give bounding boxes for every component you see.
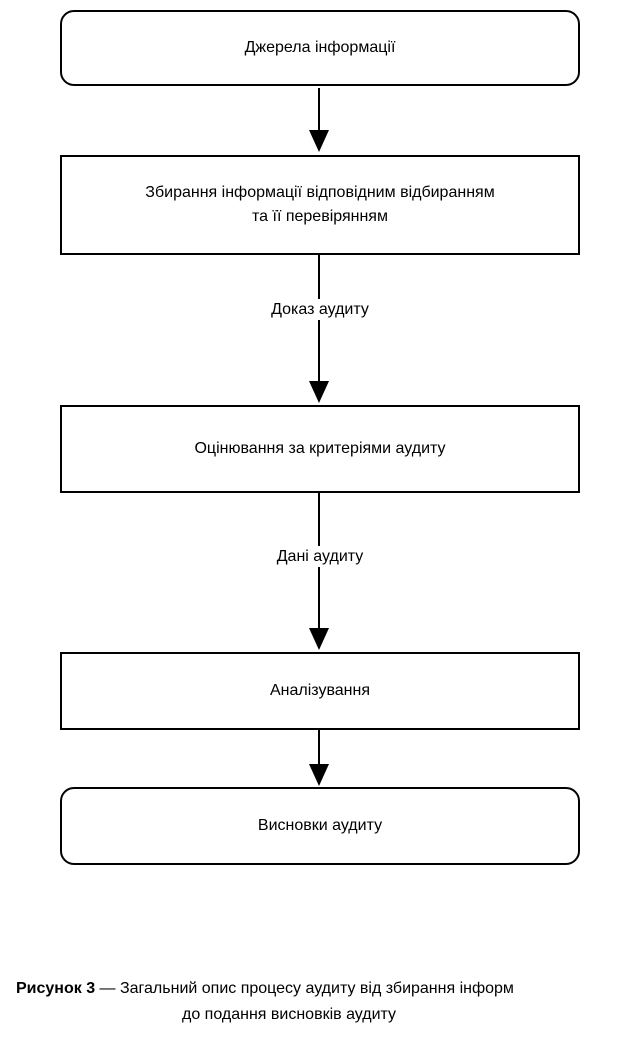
connector-line bbox=[318, 88, 320, 130]
node-information-collection-label: Збирання інформації відповідним відбиран… bbox=[145, 184, 495, 225]
figure-caption: Рисунок 3 — Загальний опис процесу аудит… bbox=[0, 976, 627, 1028]
figure-caption-label: Рисунок 3 bbox=[16, 980, 96, 997]
figure-caption-text-line2: до подання висновків аудиту bbox=[182, 1006, 397, 1023]
node-analysis-label: Аналізування bbox=[269, 682, 370, 699]
arrow-down-icon bbox=[309, 628, 329, 650]
connector-line bbox=[318, 730, 320, 764]
edge-label-audit-findings-text: Дані аудиту bbox=[270, 546, 370, 567]
node-evaluation: Оцінювання за критеріями аудиту bbox=[60, 405, 580, 493]
edge-label-audit-evidence-text: Доказ аудиту bbox=[265, 299, 375, 320]
edge-label-audit-evidence: Доказ аудиту bbox=[0, 299, 627, 320]
node-information-collection: Збирання інформації відповідним відбиран… bbox=[60, 155, 580, 255]
arrow-down-icon bbox=[309, 130, 329, 152]
arrow-down-icon bbox=[309, 764, 329, 786]
figure-caption-line2: до подання висновків аудиту bbox=[0, 1002, 627, 1028]
figure-caption-line1: Рисунок 3 — Загальний опис процесу аудит… bbox=[0, 976, 627, 1002]
edge-label-audit-findings: Дані аудиту bbox=[0, 546, 627, 567]
figure-caption-text-line1: — Загальний опис процесу аудиту від збир… bbox=[95, 980, 514, 997]
node-information-sources: Джерела інформації bbox=[60, 10, 580, 86]
node-information-sources-label: Джерела інформації bbox=[244, 39, 396, 56]
node-analysis: Аналізування bbox=[60, 652, 580, 730]
node-audit-conclusions-label: Висновки аудиту bbox=[257, 817, 383, 834]
node-evaluation-label: Оцінювання за критеріями аудиту bbox=[194, 440, 446, 457]
arrow-down-icon bbox=[309, 381, 329, 403]
node-audit-conclusions: Висновки аудиту bbox=[60, 787, 580, 865]
